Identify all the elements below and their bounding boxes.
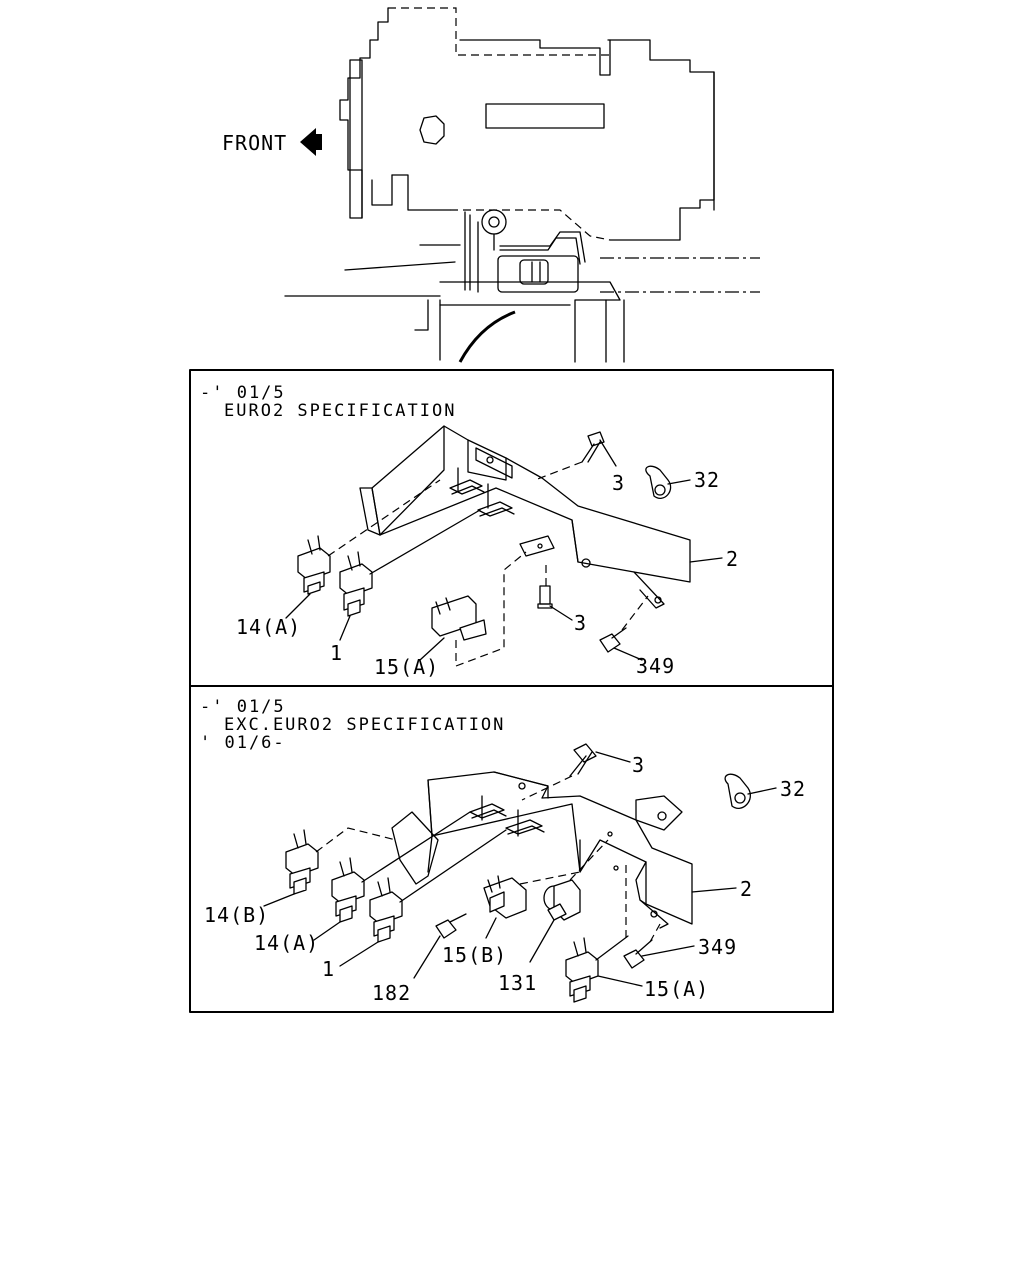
bracket-2-exc-euro2 — [391, 771, 693, 929]
front-arrow-icon — [300, 128, 322, 156]
valve-1-euro2 — [339, 509, 481, 617]
callout-32-top: 32 — [694, 468, 720, 492]
callout-15b-bottom: 15(B) — [442, 943, 507, 967]
callout-14a-bottom: 14(A) — [254, 931, 319, 955]
callout-14b-bottom: 14(B) — [204, 903, 269, 927]
callout-2-top: 2 — [726, 547, 739, 571]
panel1-date-range: -' 01/5 — [200, 383, 286, 403]
valve-1-exc-euro2 — [369, 829, 507, 943]
callout-15a-bottom: 15(A) — [644, 977, 709, 1001]
valve-14a-exc-euro2 — [331, 811, 471, 923]
callout-349-top: 349 — [636, 654, 675, 678]
panel1-spec-title: EURO2 SPECIFICATION — [224, 401, 456, 421]
valve-14b-exc-euro2 — [285, 827, 397, 895]
panel-exc-euro2-contents: -' 01/5 EXC.EURO2 SPECIFICATION ' 01/6- — [200, 697, 806, 1005]
callout-14a-top: 14(A) — [236, 615, 301, 639]
engine-overview: FRONT — [222, 7, 760, 363]
sensor-15b-exc-euro2 — [483, 871, 581, 919]
callout-3-bottom: 3 — [632, 753, 645, 777]
valve-15a-exc-euro2 — [565, 860, 629, 1003]
callout-32-bottom: 32 — [780, 777, 806, 801]
front-label: FRONT — [222, 131, 287, 155]
callout-3-top: 3 — [612, 471, 625, 495]
panel-exc-euro2 — [189, 685, 834, 1013]
callout-3-lower: 3 — [574, 611, 587, 635]
callout-1-top: 1 — [330, 641, 343, 665]
callout-15a-top: 15(A) — [374, 655, 439, 679]
valve-15a-euro2 — [431, 551, 527, 667]
panel2-spec-title: EXC.EURO2 SPECIFICATION — [224, 715, 505, 735]
sensor-131-exc-euro2 — [543, 839, 609, 921]
bracket-2-euro2 — [359, 425, 691, 609]
callout-349-bottom: 349 — [698, 935, 737, 959]
panel-euro2-contents: -' 01/5 EURO2 SPECIFICATION 3 — [200, 383, 739, 679]
valve-14a-euro2 — [297, 479, 441, 595]
callout-182-bottom: 182 — [372, 981, 411, 1005]
callout-2-bottom: 2 — [740, 877, 753, 901]
callout-131-bottom: 131 — [498, 971, 537, 995]
panel2-date-range-2: ' 01/6- — [200, 733, 286, 753]
callout-1-bottom: 1 — [322, 957, 335, 981]
panel2-date-range: -' 01/5 — [200, 697, 286, 717]
